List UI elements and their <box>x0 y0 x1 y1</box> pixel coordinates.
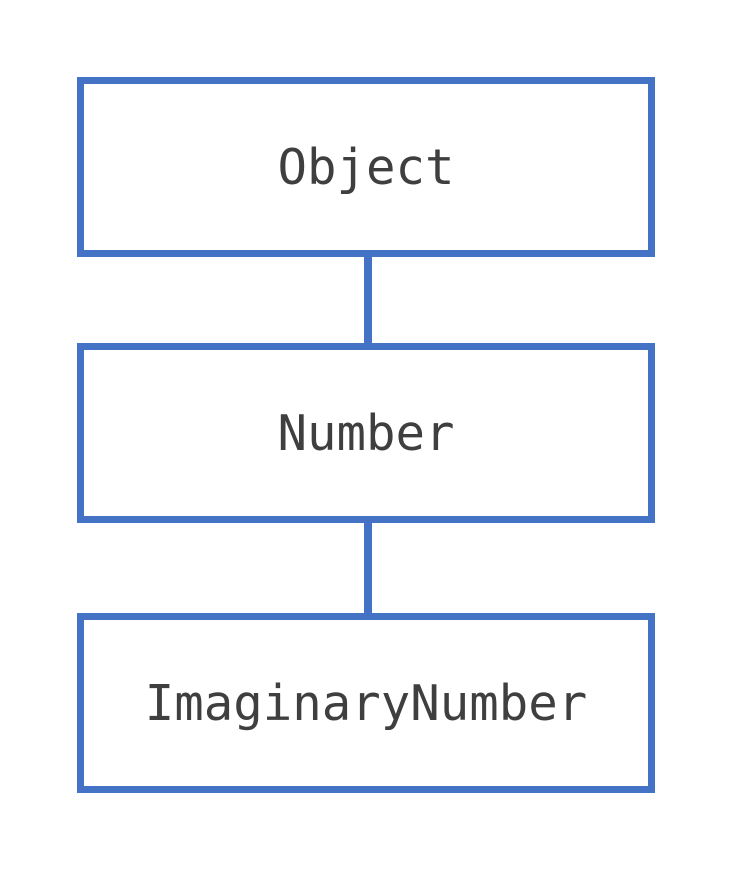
edge-number-to-imaginary-number <box>364 518 372 620</box>
node-number: Number <box>77 343 655 523</box>
node-object-label: Object <box>277 138 455 196</box>
node-number-label: Number <box>277 404 455 462</box>
node-imaginary-number-label: ImaginaryNumber <box>144 674 588 732</box>
edge-object-to-number <box>364 250 372 350</box>
node-imaginary-number: ImaginaryNumber <box>77 613 655 793</box>
node-object: Object <box>77 77 655 257</box>
